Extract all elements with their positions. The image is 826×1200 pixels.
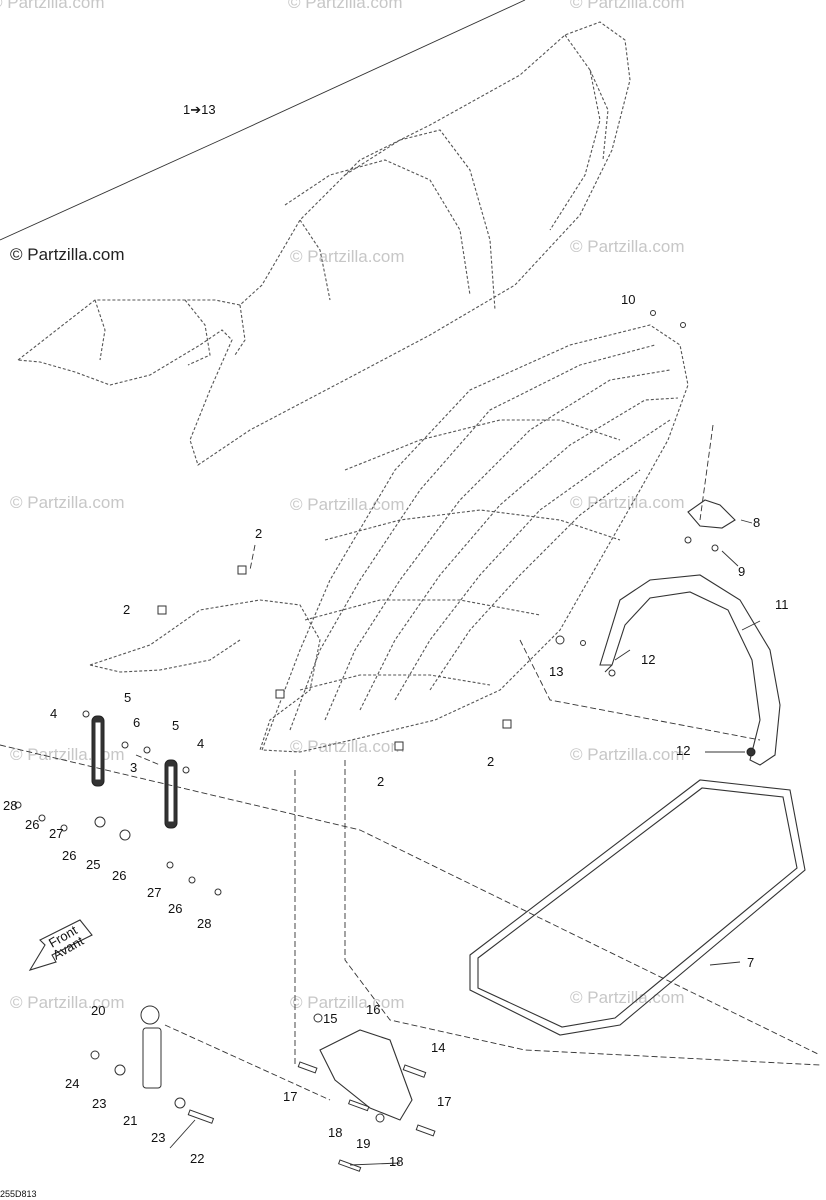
watermark: © Partzilla.com	[290, 993, 405, 1012]
callout-23: 23	[151, 1130, 165, 1145]
bracket-8	[684, 499, 736, 552]
callout-10: 10	[621, 292, 635, 307]
callout-18: 18	[389, 1154, 403, 1169]
callout-16: 16	[366, 1002, 380, 1017]
callout-5: 5	[124, 690, 131, 705]
callout-4: 4	[197, 736, 204, 751]
callout-15: 15	[323, 1011, 337, 1026]
callout-26: 26	[62, 848, 76, 863]
callout-2: 2	[377, 774, 384, 789]
callout-25: 25	[86, 857, 100, 872]
seal-7	[469, 779, 806, 1036]
callouts: 1➔13 10 8 9 11 12 13 12 2 2 2 2 4 5 6 5 …	[3, 102, 789, 1169]
seat-cushion	[16, 21, 631, 466]
callout-27: 27	[147, 885, 161, 900]
hinge-bracket-16	[297, 1013, 436, 1172]
callout-1-13: 1➔13	[183, 102, 216, 117]
callout-2: 2	[255, 526, 262, 541]
small-hardware	[14, 310, 686, 896]
gas-strut	[90, 1005, 215, 1124]
callout-4: 4	[50, 706, 57, 721]
front-arrow: Front Avant	[28, 919, 93, 971]
callout-26: 26	[168, 901, 182, 916]
hinge-links	[91, 715, 178, 841]
callout-28: 28	[3, 798, 17, 813]
callout-9: 9	[738, 564, 745, 579]
callout-17: 17	[283, 1089, 297, 1104]
callout-7: 7	[747, 955, 754, 970]
callout-11: 11	[775, 597, 789, 612]
callout-21: 21	[123, 1113, 137, 1128]
callout-19: 19	[356, 1136, 370, 1151]
callout-6: 6	[133, 715, 140, 730]
leader-lines	[0, 0, 821, 1166]
watermark: © Partzilla.com	[570, 493, 685, 512]
watermark: © Partzilla.com	[288, 0, 403, 12]
callout-13: 13	[549, 664, 563, 679]
watermark: © Partzilla.com	[570, 745, 685, 764]
watermark: © Partzilla.com	[10, 493, 125, 512]
watermark-dark: © Partzilla.com	[10, 245, 125, 264]
callout-28: 28	[197, 916, 211, 931]
callout-22: 22	[190, 1151, 204, 1166]
callout-23: 23	[92, 1096, 106, 1111]
diagram-code: 255D813	[0, 1189, 37, 1199]
watermark: © Partzilla.com	[570, 237, 685, 256]
watermarks: © Partzilla.com © Partzilla.com © Partzi…	[0, 0, 685, 1012]
watermark: © Partzilla.com	[570, 0, 685, 12]
callout-18: 18	[328, 1125, 342, 1140]
callout-20: 20	[91, 1003, 105, 1018]
callout-24: 24	[65, 1076, 79, 1091]
callout-3: 3	[130, 760, 137, 775]
callout-2: 2	[487, 754, 494, 769]
callout-26: 26	[112, 868, 126, 883]
callout-8: 8	[753, 515, 760, 530]
callout-12: 12	[641, 652, 655, 667]
callout-27: 27	[49, 826, 63, 841]
callout-14: 14	[431, 1040, 445, 1055]
strap-11	[599, 574, 781, 766]
callout-12: 12	[676, 743, 690, 758]
callout-5: 5	[172, 718, 179, 733]
watermark: © Partzilla.com	[290, 247, 405, 266]
callout-2: 2	[123, 602, 130, 617]
watermark: © Partzilla.com	[0, 0, 105, 12]
callout-17: 17	[437, 1094, 451, 1109]
watermark: © Partzilla.com	[10, 745, 125, 764]
callout-26: 26	[25, 817, 39, 832]
watermark: © Partzilla.com	[290, 737, 405, 756]
seat-base-frame	[89, 324, 689, 753]
watermark: © Partzilla.com	[570, 988, 685, 1007]
watermark: © Partzilla.com	[10, 993, 125, 1012]
watermark: © Partzilla.com	[290, 495, 405, 514]
